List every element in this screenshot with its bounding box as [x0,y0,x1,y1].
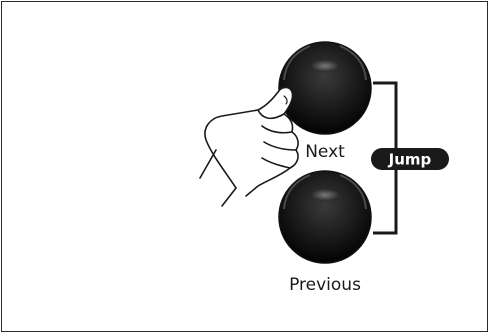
jump-badge-label: Jump [388,151,432,169]
previous-button[interactable] [278,170,372,264]
jump-badge: Jump [371,148,449,170]
previous-label: Previous [289,275,361,295]
next-label: Next [305,142,345,162]
hand-pointer-icon [199,86,299,207]
next-button[interactable] [278,41,372,135]
